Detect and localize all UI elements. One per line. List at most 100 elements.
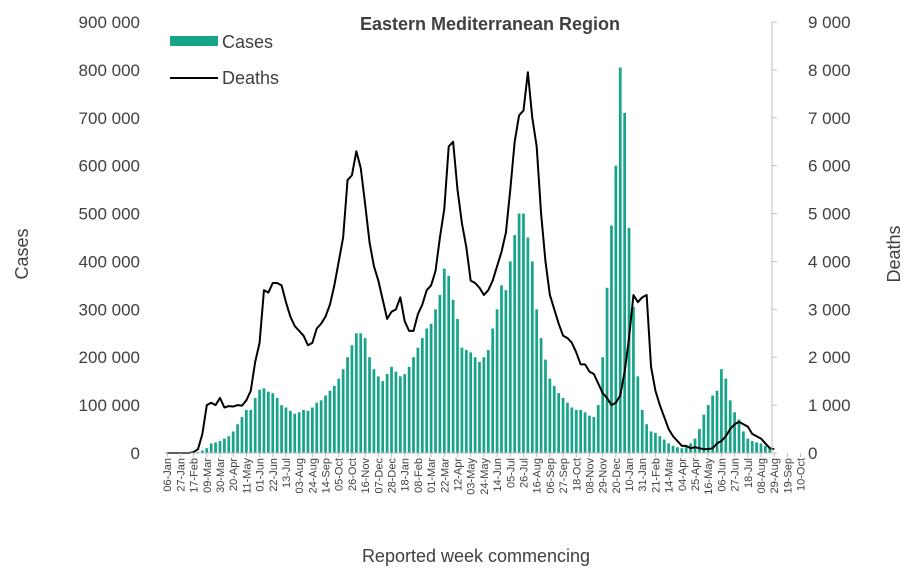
x-tick-label: 10-Oct bbox=[796, 458, 808, 491]
cases-bar bbox=[491, 328, 495, 453]
cases-bar bbox=[271, 393, 275, 453]
cases-bar bbox=[702, 414, 706, 453]
y-axis-label: Cases bbox=[12, 228, 32, 279]
cases-bar bbox=[504, 290, 508, 453]
cases-bar bbox=[579, 409, 583, 453]
x-tick-label: 04-Apr bbox=[677, 458, 689, 491]
cases-bar bbox=[324, 395, 327, 453]
cases-bar bbox=[253, 397, 257, 453]
cases-bar bbox=[473, 357, 477, 453]
y-tick-label: 600 000 bbox=[79, 157, 140, 176]
cases-bar bbox=[574, 409, 578, 453]
cases-bar bbox=[482, 357, 486, 453]
cases-bar bbox=[623, 112, 627, 454]
x-tick-label: 10-Jan bbox=[624, 458, 636, 492]
y2-tick-label: 6 000 bbox=[808, 157, 851, 176]
cases-bar bbox=[618, 67, 622, 454]
cases-bar bbox=[416, 347, 420, 453]
cases-bar bbox=[517, 213, 521, 453]
y-tick-label: 700 000 bbox=[79, 109, 140, 128]
cases-bar bbox=[337, 378, 341, 453]
cases-bar bbox=[508, 261, 512, 453]
x-tick-label: 11-May bbox=[241, 458, 253, 494]
cases-bar bbox=[478, 362, 481, 453]
cases-bar bbox=[368, 357, 371, 453]
cases-bar bbox=[728, 400, 732, 453]
cases-bar bbox=[289, 410, 292, 453]
legend-cases-swatch bbox=[170, 36, 218, 46]
cases-bar bbox=[223, 438, 226, 453]
cases-bar bbox=[306, 410, 310, 453]
cases-bar bbox=[469, 352, 473, 453]
y-tick-label: 800 000 bbox=[79, 61, 140, 80]
cases-bar bbox=[354, 333, 358, 453]
y2-tick-label: 9 000 bbox=[808, 13, 851, 32]
cases-bar bbox=[588, 415, 591, 453]
x-tick-label: 22-Mar bbox=[439, 458, 451, 493]
x-tick-label: 06-Jun bbox=[716, 458, 728, 492]
x-axis-label: Reported week commencing bbox=[362, 546, 590, 566]
cases-bar bbox=[403, 373, 407, 453]
cases-bar bbox=[583, 412, 587, 453]
cases-bar bbox=[658, 436, 662, 453]
cases-bar bbox=[706, 405, 710, 453]
cases-bar bbox=[552, 385, 556, 453]
y-tick-label: 300 000 bbox=[79, 300, 140, 319]
cases-bar bbox=[750, 441, 754, 453]
x-tick-label: 17-Feb bbox=[189, 458, 201, 493]
y2-tick-label: 3 000 bbox=[808, 300, 851, 319]
x-tick-label: 03-May bbox=[466, 458, 478, 495]
cases-bar bbox=[526, 237, 530, 453]
x-tick-label: 12-Apr bbox=[453, 458, 465, 491]
x-tick-label: 18-Jan bbox=[400, 458, 412, 492]
x-tick-label: 01-Mar bbox=[426, 458, 438, 493]
x-tick-label: 27-Jun bbox=[730, 458, 742, 492]
deaths-line-group bbox=[167, 71, 775, 454]
cases-bar bbox=[495, 309, 499, 453]
x-tick-label: 08-Nov bbox=[584, 458, 596, 494]
x-tick-label: 24-May bbox=[479, 458, 491, 495]
cases-bar bbox=[570, 407, 574, 453]
legend-cases-label: Cases bbox=[222, 32, 273, 52]
cases-bar bbox=[605, 287, 609, 453]
cases-bar bbox=[632, 306, 635, 453]
cases-bar bbox=[530, 261, 534, 453]
cases-bar bbox=[209, 443, 213, 453]
deaths-line bbox=[167, 71, 775, 454]
x-tick-label: 07-Dec bbox=[373, 458, 385, 494]
x-tick-label: 29-Aug bbox=[769, 458, 781, 493]
x-tick-label: 13-Jul bbox=[281, 458, 293, 488]
cases-bar bbox=[724, 378, 728, 453]
y-tick-label: 200 000 bbox=[79, 348, 140, 367]
cases-bar bbox=[372, 369, 376, 453]
cases-bar bbox=[381, 381, 385, 453]
cases-bar bbox=[464, 350, 468, 453]
x-tick-label: 08-Feb bbox=[413, 458, 425, 493]
y-tick-label: 400 000 bbox=[79, 252, 140, 271]
x-tick-label: 16-May bbox=[703, 458, 715, 495]
cases-bar bbox=[636, 376, 640, 453]
cases-bar bbox=[535, 309, 539, 453]
cases-bar bbox=[456, 318, 459, 453]
cases-bar bbox=[513, 235, 517, 453]
cases-bar bbox=[218, 441, 222, 453]
cases-bar bbox=[407, 366, 411, 453]
x-tick-label: 14-Jun bbox=[492, 458, 504, 492]
cases-bar bbox=[711, 395, 714, 453]
cases-bar bbox=[649, 431, 653, 453]
cases-bar bbox=[500, 285, 503, 453]
chart-title: Eastern Mediterranean Region bbox=[360, 14, 620, 34]
x-tick-label: 24-Aug bbox=[307, 458, 319, 493]
cases-bar bbox=[671, 445, 675, 453]
cases-bar bbox=[363, 338, 367, 453]
cases-bar bbox=[385, 373, 389, 453]
cases-bar bbox=[693, 438, 697, 453]
cases-bar bbox=[539, 338, 543, 453]
cases-bar bbox=[394, 371, 398, 453]
cases-bar bbox=[768, 448, 772, 453]
cases-bar bbox=[328, 390, 332, 453]
legend: Cases Deaths bbox=[170, 32, 279, 88]
x-tick-label: 20-Dec bbox=[611, 458, 623, 494]
cases-bar bbox=[280, 405, 283, 453]
